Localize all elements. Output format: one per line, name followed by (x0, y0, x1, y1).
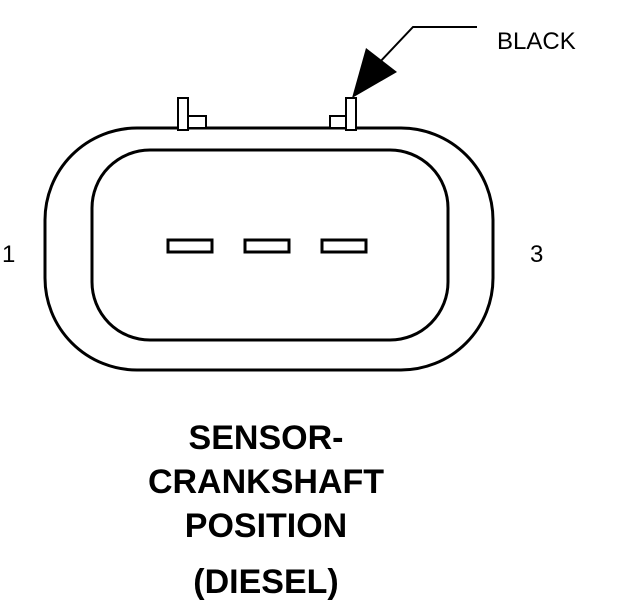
title-line-1: SENSOR- (188, 419, 344, 457)
terminal-cavity (320, 238, 368, 254)
wire-color-label: BLACK (497, 28, 576, 55)
title-line-3: POSITION (184, 507, 348, 545)
callout-arrowhead (352, 48, 397, 98)
pin-3-label: 3 (530, 241, 544, 268)
terminal-cavity (166, 238, 214, 254)
locking-tab-left (177, 97, 207, 131)
component-title: SENSOR- CRANKSHAFT POSITION (DIESEL) (0, 416, 532, 604)
terminal-cavity (243, 238, 291, 254)
locking-tab-right (329, 97, 357, 131)
pin-1-label: 1 (2, 241, 16, 268)
title-variant: (DIESEL) (193, 563, 339, 601)
connector-face-inner (90, 148, 450, 342)
title-line-2: CRANKSHAFT (147, 463, 385, 501)
callout-leader-line (377, 26, 477, 65)
connector-housing-outer (43, 126, 495, 372)
